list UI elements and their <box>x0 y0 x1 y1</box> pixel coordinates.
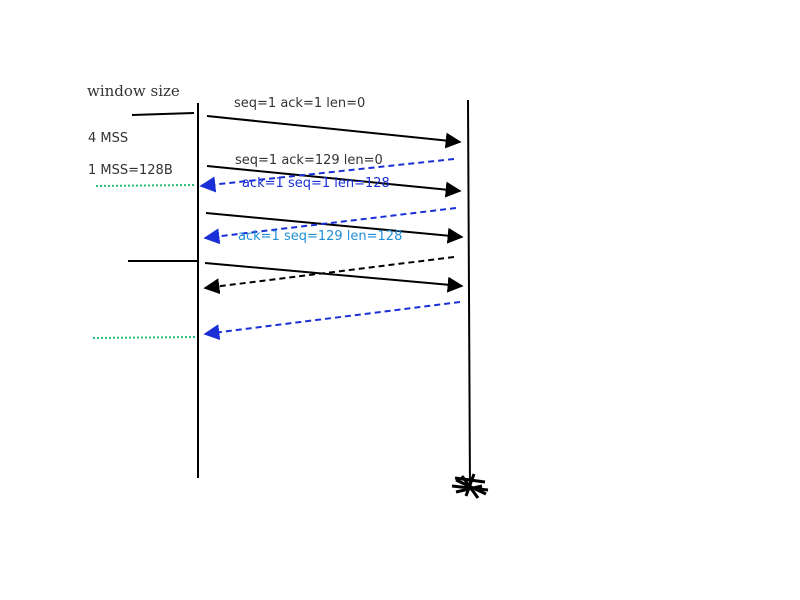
window-marker-top <box>131 112 195 116</box>
ack-arrow-1 <box>199 158 455 193</box>
scribble-mark <box>451 473 489 499</box>
arrow-msg-2 <box>206 165 462 198</box>
ack-arrow-3 <box>203 256 455 295</box>
arrow-msg-4 <box>204 262 464 293</box>
msg-4-label: ack=1 seq=129 len=128 <box>238 229 403 244</box>
arrow-msg-3 <box>205 212 464 244</box>
one-mss-label: 1 MSS=128B <box>88 163 173 178</box>
green-dotted-marker-bottom <box>92 336 198 339</box>
msg-3-label: ack=1 seq=1 len=128 <box>242 176 390 191</box>
msg-2-label: seq=1 ack=129 len=0 <box>235 153 383 168</box>
arrow-msg-1 <box>206 115 462 149</box>
msg-1-label: seq=1 ack=1 len=0 <box>234 96 366 111</box>
ack-arrow-4 <box>203 301 461 341</box>
window-size-label: window size <box>87 82 180 100</box>
four-mss-label: 4 MSS <box>88 131 129 146</box>
receiver-timeline <box>467 99 471 491</box>
green-dotted-marker-top <box>95 184 195 187</box>
ack-arrow-2 <box>203 207 457 245</box>
